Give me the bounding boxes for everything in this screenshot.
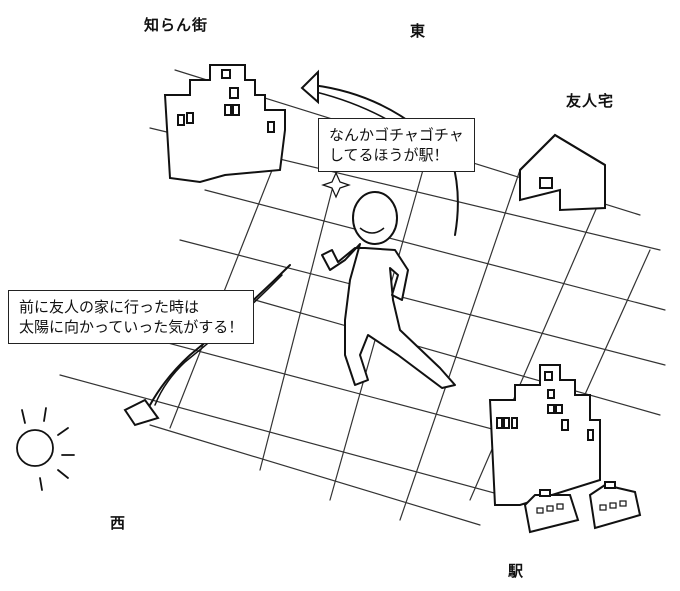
sun-icon bbox=[16, 407, 75, 491]
label-west: 西 bbox=[110, 514, 127, 532]
label-friend-house: 友人宅 bbox=[566, 92, 615, 110]
building-icon bbox=[163, 64, 286, 184]
label-east: 東 bbox=[410, 22, 427, 40]
label-station: 駅 bbox=[508, 562, 525, 580]
stick-figure bbox=[321, 191, 456, 389]
bubble-line: 前に友人の家に行った時は bbox=[19, 298, 200, 316]
speech-bubble-station-hint: なんかゴチャゴチャ してるほうが駅！ bbox=[318, 118, 475, 172]
train-icon bbox=[523, 481, 642, 534]
bubble-line: 太陽に向かっていった気がする！ bbox=[19, 318, 244, 336]
house-icon bbox=[519, 133, 606, 212]
sparkle-icon bbox=[321, 171, 351, 199]
bubble-line: なんかゴチャゴチャ bbox=[329, 126, 464, 144]
bubble-line: してるほうが駅！ bbox=[329, 146, 449, 164]
building-icon bbox=[488, 364, 601, 506]
label-unknown-town: 知らん街 bbox=[144, 16, 209, 34]
direction-arrow-icon bbox=[123, 264, 291, 427]
speech-bubble-sun-memory: 前に友人の家に行った時は 太陽に向かっていった気がする！ bbox=[8, 290, 255, 344]
